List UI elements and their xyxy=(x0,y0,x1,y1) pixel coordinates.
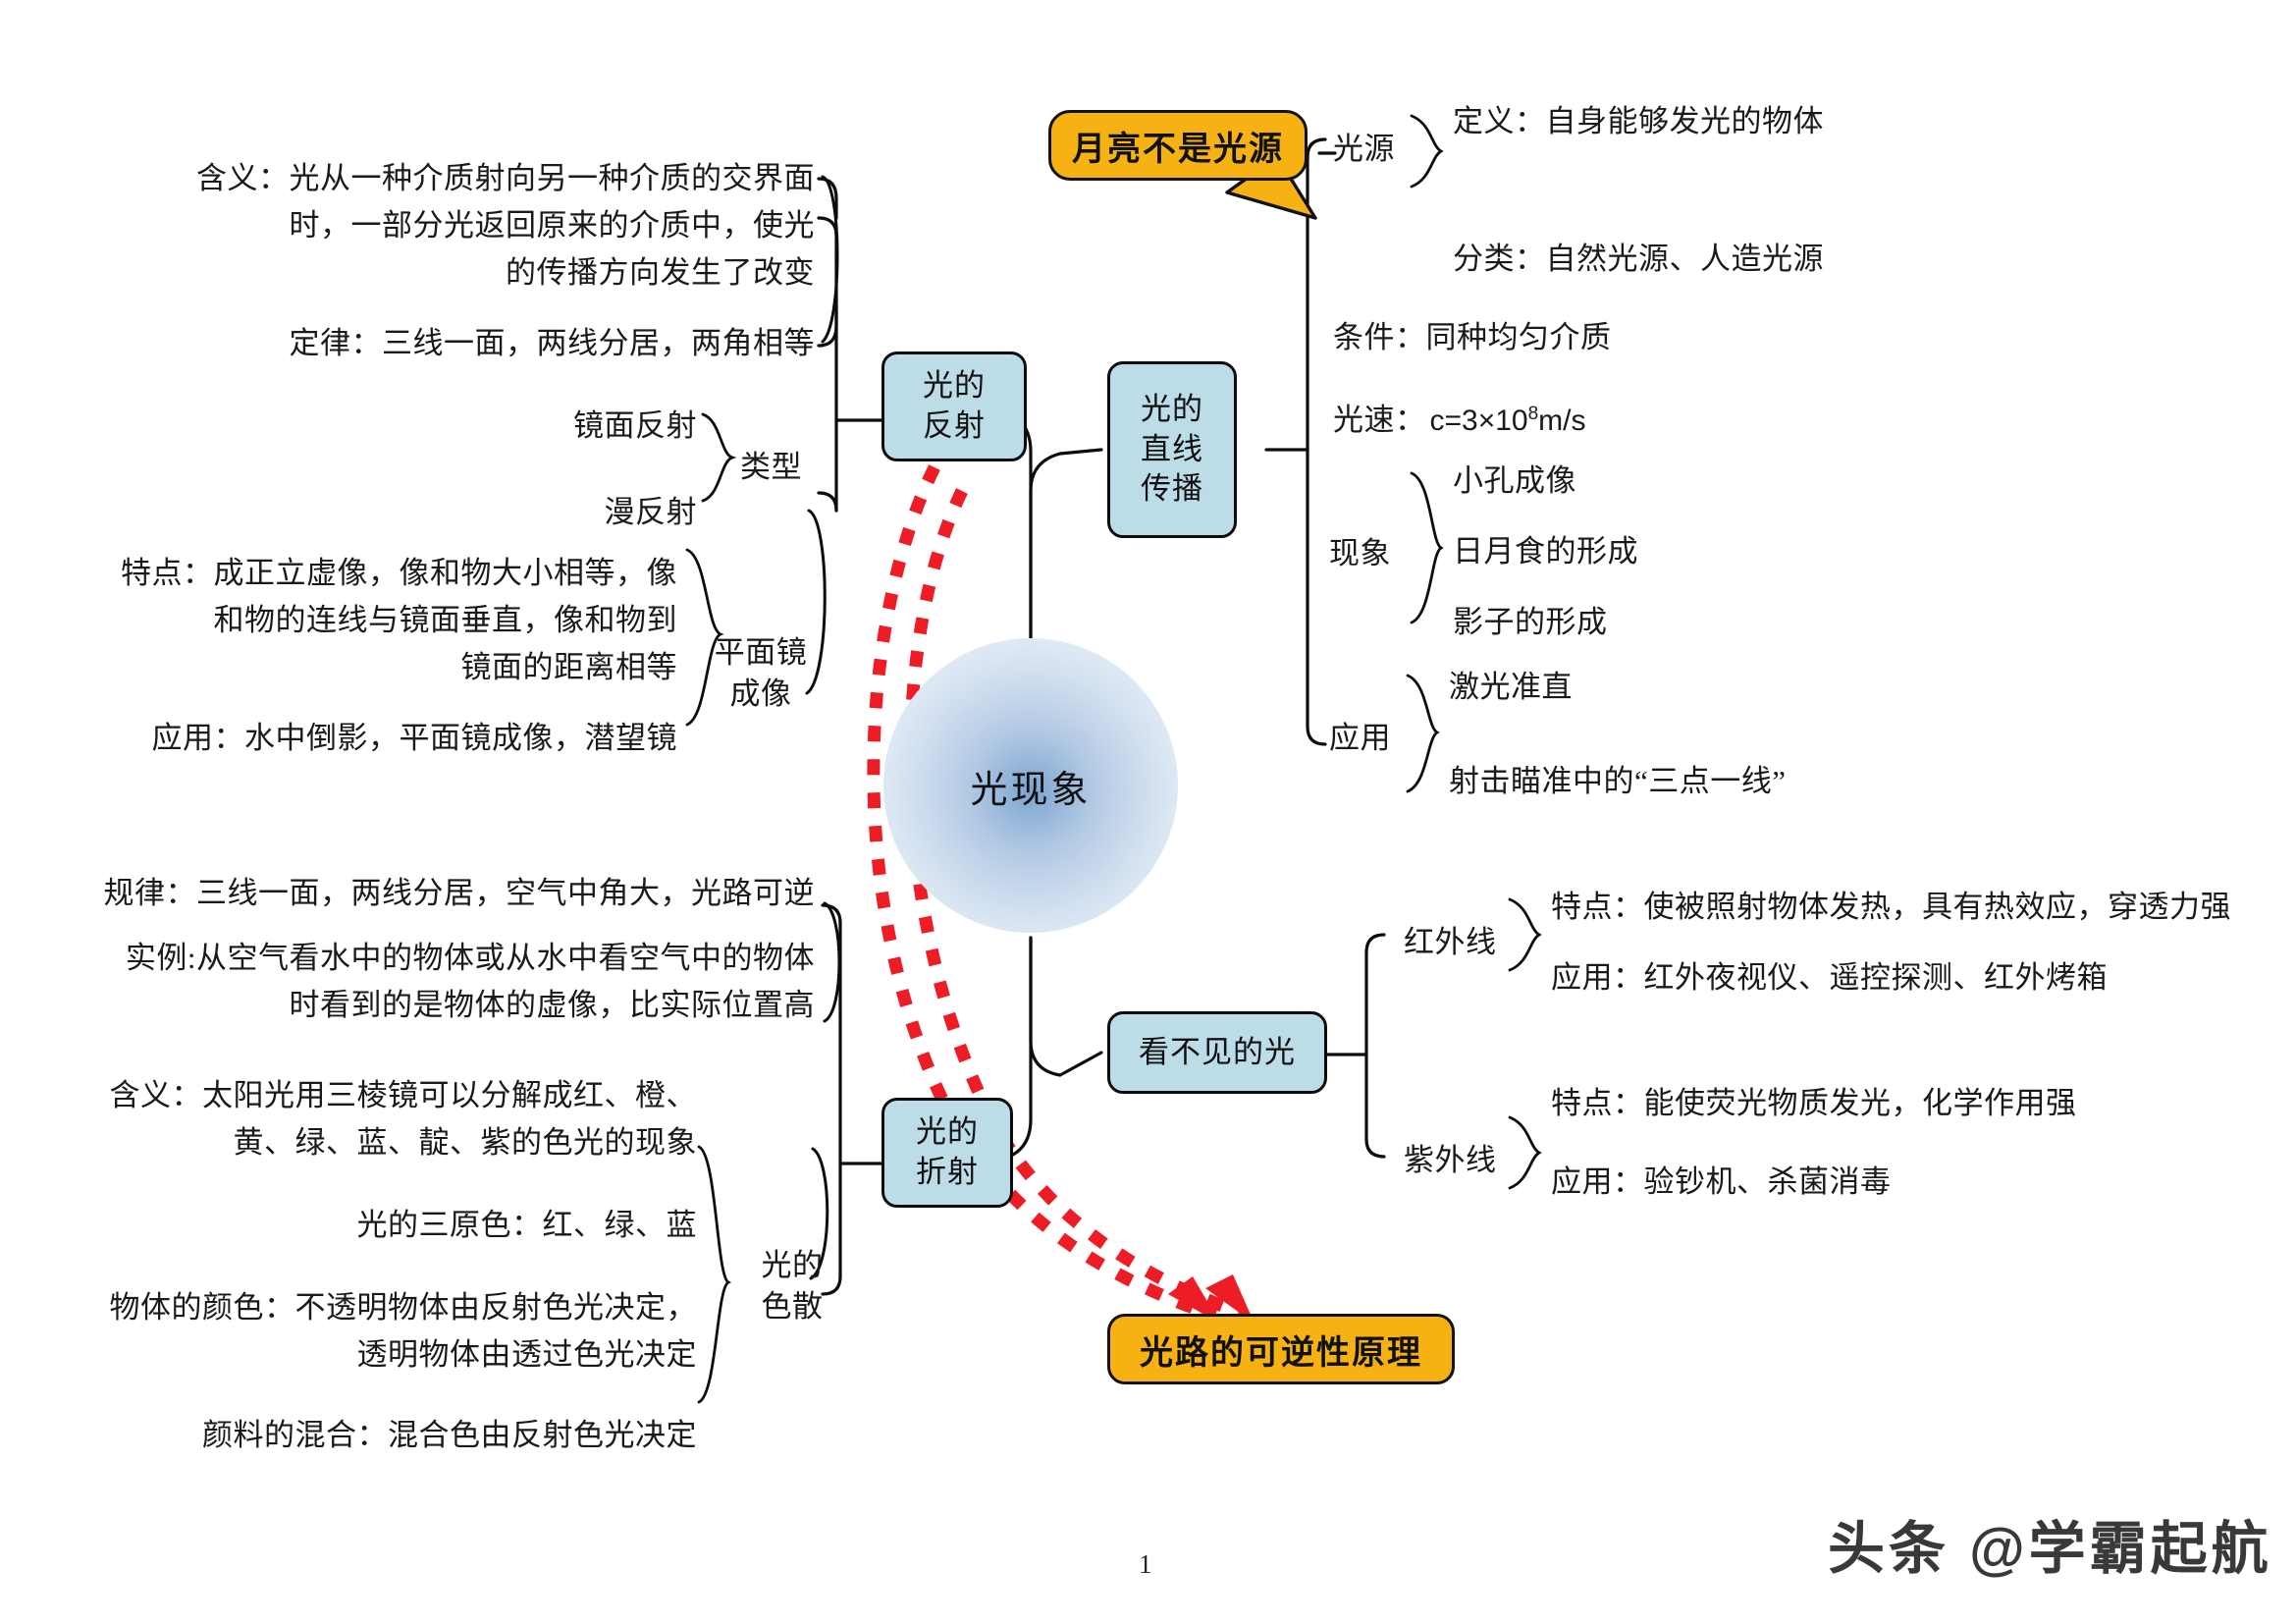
page-number: 1 xyxy=(1139,1549,1152,1579)
label-light-source: 光源 xyxy=(1333,132,1395,166)
reflection-meaning-line1: 含义：光从一种介质射向另一种介质的交界面 xyxy=(196,161,815,195)
light-speed-unit: m/s xyxy=(1538,405,1586,437)
ultraviolet-application: 应用：验钞机、杀菌消毒 xyxy=(1551,1164,1892,1199)
node-light-reflection[interactable]: 光的 反射 xyxy=(881,352,1027,461)
light-source-classification: 分类：自然光源、人造光源 xyxy=(1453,242,1824,276)
label-dispersion: 光的 色散 xyxy=(761,1248,824,1325)
central-node-label: 光现象 xyxy=(970,769,1092,811)
plane-mirror-feature-line2: 和物的连线与镜面垂直，像和物到 xyxy=(213,603,677,637)
dispersion-meaning-line2: 黄、绿、蓝、靛、紫的色光的现象 xyxy=(233,1125,697,1160)
refraction-example-line1: 实例:从空气看水中的物体或从水中看空气中的物体 xyxy=(125,941,815,975)
plane-mirror-application: 应用：水中倒影，平面镜成像，潜望镜 xyxy=(151,721,677,755)
plane-mirror-feature-line3: 镜面的距离相等 xyxy=(460,650,677,684)
phenomenon-shadow: 影子的形成 xyxy=(1453,605,1608,639)
node-rectilinear-propagation-label: 光的 直线 传播 xyxy=(1141,391,1203,507)
dispersion-primary-colors: 光的三原色：红、绿、蓝 xyxy=(356,1208,697,1242)
node-light-refraction[interactable]: 光的 折射 xyxy=(881,1098,1013,1208)
refraction-rule: 规律：三线一面，两线分居，空气中角大，光路可逆 xyxy=(103,876,815,910)
light-speed-exponent: 8 xyxy=(1527,404,1539,424)
reflection-meaning-line2: 时，一部分光返回原来的介质中，使光 xyxy=(289,208,815,243)
infrared-feature: 特点：使被照射物体发热，具有热效应，穿透力强 xyxy=(1551,890,2231,924)
dispersion-pigment-mix: 颜料的混合：混合色由反射色光决定 xyxy=(202,1418,697,1452)
label-type: 类型 xyxy=(740,450,802,484)
light-speed-row: 光速： c=3×108m/s xyxy=(1333,397,1586,443)
propagation-condition: 条件：同种均匀介质 xyxy=(1333,320,1612,354)
label-ultraviolet: 紫外线 xyxy=(1404,1143,1497,1177)
central-node[interactable]: 光现象 xyxy=(883,638,1178,933)
node-invisible-light-label: 看不见的光 xyxy=(1139,1034,1296,1069)
plane-mirror-feature-line1: 特点：成正立虚像，像和物大小相等，像 xyxy=(121,556,677,590)
callout-moon-not-light-source-label: 月亮不是光源 xyxy=(1072,131,1284,168)
reflection-law: 定律：三线一面，两线分居，两角相等 xyxy=(289,326,815,360)
infrared-application: 应用：红外夜视仪、遥控探测、红外烤箱 xyxy=(1551,960,2108,995)
label-phenomena: 现象 xyxy=(1329,536,1391,570)
light-speed-value: c=3×108m/s xyxy=(1430,404,1586,438)
light-source-definition: 定义：自身能够发光的物体 xyxy=(1453,104,1824,138)
node-invisible-light[interactable]: 看不见的光 xyxy=(1107,1011,1327,1094)
label-infrared: 红外线 xyxy=(1404,925,1497,959)
reflection-meaning-line3: 的传播方向发生了改变 xyxy=(506,255,815,290)
ultraviolet-feature: 特点：能使荧光物质发光，化学作用强 xyxy=(1551,1086,2077,1120)
node-rectilinear-propagation[interactable]: 光的 直线 传播 xyxy=(1107,361,1237,538)
light-speed-label: 光速： xyxy=(1333,403,1426,437)
application-three-point-line: 射击瞄准中的“三点一线” xyxy=(1449,764,1787,798)
phenomenon-pinhole-imaging: 小孔成像 xyxy=(1453,463,1576,498)
label-plane-mirror-imaging: 平面镜 成像 xyxy=(714,635,808,712)
phenomenon-eclipse: 日月食的形成 xyxy=(1453,534,1638,568)
reflection-type-diffuse: 漫反射 xyxy=(604,495,697,529)
label-application-propagation: 应用 xyxy=(1329,721,1391,755)
watermark-logo: 头条 @学霸起航 xyxy=(1828,1517,2272,1581)
dispersion-object-color-line2: 透明物体由透过色光决定 xyxy=(356,1337,697,1372)
dispersion-object-color-line1: 物体的颜色：不透明物体由反射色光决定， xyxy=(109,1290,697,1325)
refraction-example-line2: 时看到的是物体的虚像，比实际位置高 xyxy=(289,988,815,1022)
dispersion-meaning-line1: 含义：太阳光用三棱镜可以分解成红、橙、 xyxy=(109,1078,697,1112)
box-reversibility-principle[interactable]: 光路的可逆性原理 xyxy=(1107,1314,1455,1384)
box-reversibility-principle-label: 光路的可逆性原理 xyxy=(1140,1334,1422,1372)
light-speed-mantissa: c=3×10 xyxy=(1429,405,1528,437)
reflection-type-specular: 镜面反射 xyxy=(573,408,697,443)
node-light-reflection-label: 光的 反射 xyxy=(923,368,986,443)
callout-moon-not-light-source[interactable]: 月亮不是光源 xyxy=(1048,110,1308,181)
application-laser-alignment: 激光准直 xyxy=(1449,670,1573,704)
node-light-refraction-label: 光的 折射 xyxy=(916,1114,979,1189)
